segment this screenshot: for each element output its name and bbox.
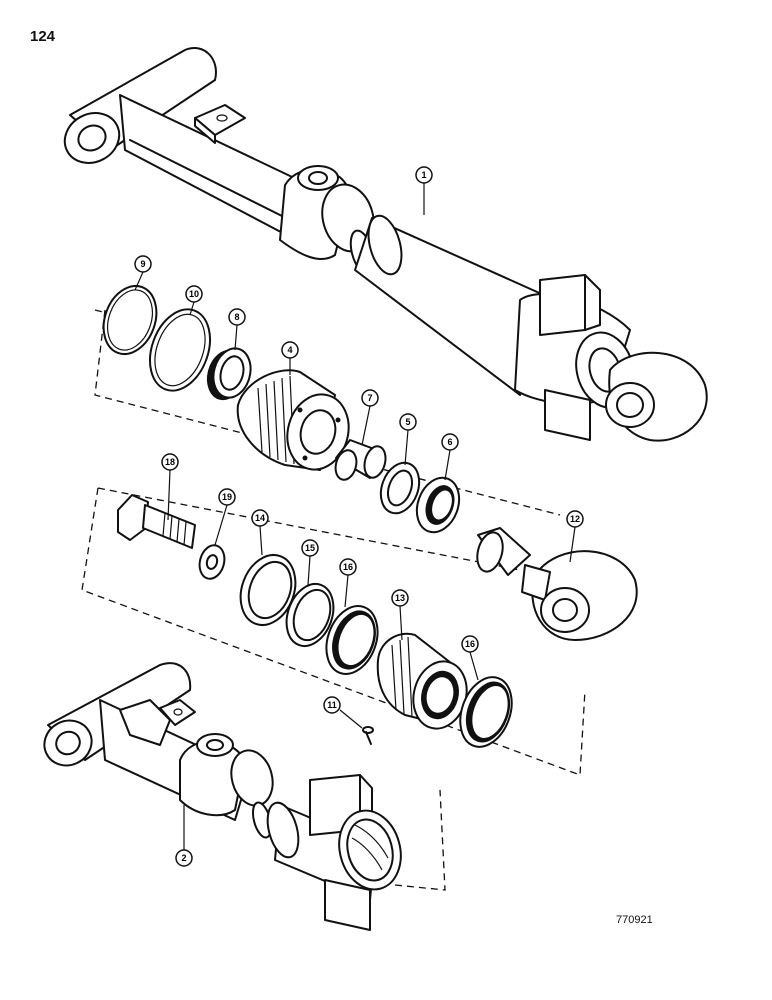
callout-12-label: 12: [570, 514, 580, 524]
leader-lines: [134, 183, 576, 850]
callout-4-label: 4: [287, 345, 292, 355]
part-2-barrel: [43, 662, 402, 931]
callout-13-label: 13: [395, 593, 405, 603]
callout-5-label: 5: [405, 417, 410, 427]
callout-9-label: 9: [140, 259, 145, 269]
part-4-gland: [236, 369, 350, 471]
callout-16b-label: 16: [465, 639, 475, 649]
part-6-wiper: [415, 476, 461, 534]
callout-9: 9: [134, 255, 152, 273]
callout-4: 4: [281, 341, 299, 359]
part-9-o-ring: [102, 285, 158, 355]
callout-7: 7: [361, 389, 379, 407]
callout-15: 15: [301, 539, 319, 557]
callout-13: 13: [391, 589, 409, 607]
callout-11-label: 11: [327, 700, 337, 710]
callout-11: 11: [323, 696, 341, 714]
part-16-ring-a: [325, 605, 379, 675]
callout-2: 2: [175, 849, 193, 867]
dashed-boundary-lower: [81, 487, 586, 776]
callout-14: 14: [251, 509, 269, 527]
callout-2-label: 2: [181, 853, 186, 863]
callout-16-a: 16: [339, 558, 357, 576]
callout-8-label: 8: [234, 312, 239, 322]
callout-18-label: 18: [165, 457, 175, 467]
callout-12: 12: [566, 510, 584, 528]
callout-10-label: 10: [189, 289, 199, 299]
part-12-rod-eye: [476, 527, 638, 641]
part-16-ring-b: [459, 676, 513, 748]
callout-19-label: 19: [222, 492, 232, 502]
callout-10: 10: [185, 285, 203, 303]
callout-14-label: 14: [255, 513, 265, 523]
dashed-boundary-upper: [94, 309, 561, 516]
callout-5: 5: [399, 413, 417, 431]
callout-6-label: 6: [447, 437, 452, 447]
part-7-bushing: [334, 439, 387, 481]
part-15-ring: [285, 583, 335, 647]
callout-16-b: 16: [461, 635, 479, 653]
callout-19: 19: [218, 488, 236, 506]
part-18-bolt: [117, 494, 196, 549]
page-number: 124: [30, 28, 56, 45]
callout-15-label: 15: [305, 543, 315, 553]
callout-7-label: 7: [367, 393, 372, 403]
callout-1-label: 1: [421, 170, 426, 180]
drawing-code: 770921: [616, 914, 653, 926]
part-19-washer: [198, 544, 226, 580]
part-11-screw: [362, 726, 374, 745]
part-13-piston: [376, 632, 468, 730]
part-14-ring: [239, 554, 297, 626]
callout-8: 8: [228, 308, 246, 326]
cylinder-assembly-drawing: [63, 47, 708, 442]
callout-18: 18: [161, 453, 179, 471]
callout-16a-label: 16: [343, 562, 353, 572]
part-5-seal: [379, 461, 421, 515]
part-8-seal: [206, 347, 252, 401]
dashed-boundary-bottom: [394, 789, 446, 891]
callout-1: 1: [415, 166, 433, 184]
dashed-boundary-upper-tick: [94, 309, 104, 313]
callout-6: 6: [441, 433, 459, 451]
